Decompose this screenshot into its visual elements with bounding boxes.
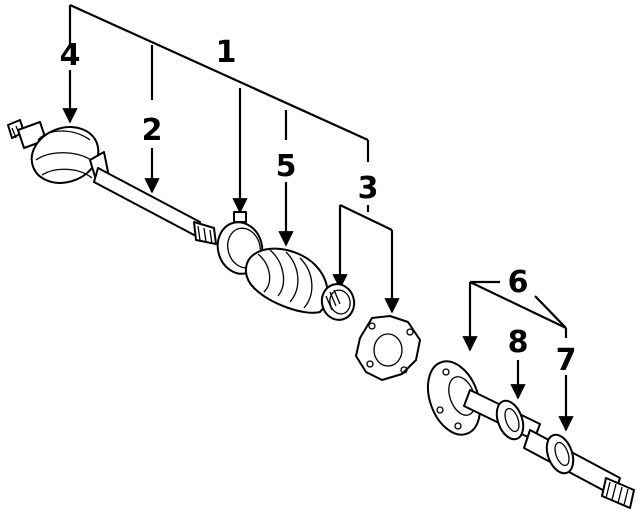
callout-1: 1 [216,35,237,70]
boot-clamp-small [320,283,356,321]
axle-bearing-shaft [523,429,635,509]
callout-8: 8 [508,325,529,360]
leader-lines [62,3,567,430]
inner-flange [355,315,421,381]
leader-top-bracket [68,3,369,142]
axle-seal [495,399,525,441]
callout-3: 3 [358,171,379,206]
callout-5: 5 [276,149,297,184]
leader-part-6-bracket [470,280,567,350]
callout-6: 6 [508,265,529,300]
inner-boot [244,247,329,314]
leader-part-3-bracket [339,204,393,231]
outer-cv-joint [7,119,109,184]
callout-4: 4 [60,38,81,73]
callout-2: 2 [142,113,163,148]
callout-numbers: 1 4 2 5 3 6 8 7 [60,35,577,378]
axle-shaft [93,167,217,245]
callout-7: 7 [556,343,577,378]
leader-part-6-cross [469,281,567,329]
